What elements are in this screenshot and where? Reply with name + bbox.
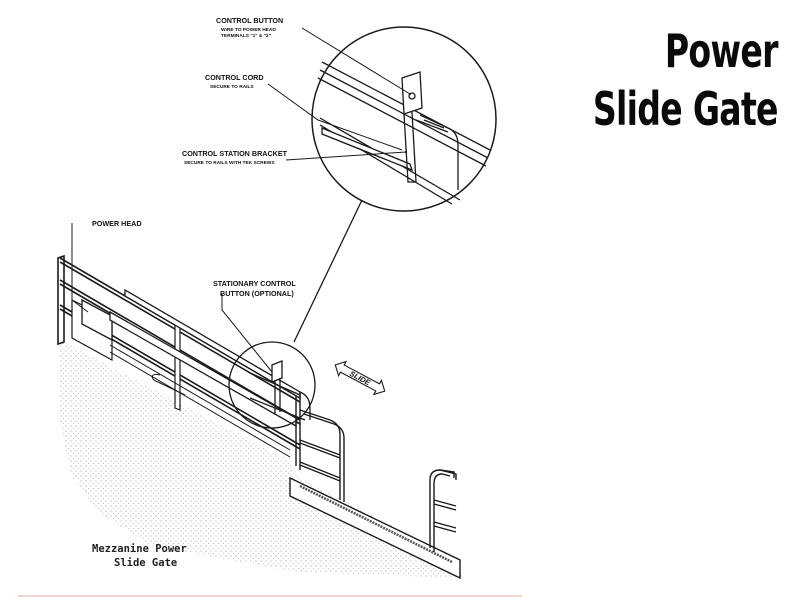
stationary-button-detail <box>228 341 316 429</box>
caption-line1: Mezzanine Power <box>92 543 187 555</box>
title-slide-gate: Slide Gate <box>593 82 779 136</box>
label-control-cord: CONTROL CORD <box>205 73 264 82</box>
title-power: Power <box>665 24 779 78</box>
leader-stationary <box>221 294 273 373</box>
detail-connector <box>293 199 363 343</box>
power-head <box>81 288 301 428</box>
end-railing <box>429 469 457 552</box>
label-control-button: CONTROL BUTTON <box>216 16 283 25</box>
label-control-button-sub1: WIRE TO POWER HEAD <box>221 27 276 33</box>
magnified-detail <box>311 26 497 212</box>
label-bracket-sub: SECURE TO RAILS WITH TEK SCREWS <box>184 160 275 166</box>
label-stationary-2: BUTTON (OPTIONAL) <box>220 289 294 298</box>
label-bracket: CONTROL STATION BRACKET <box>182 149 288 158</box>
leader-bracket <box>285 150 408 161</box>
leader-power-head <box>71 223 89 313</box>
slide-arrow: SLIDE <box>334 360 386 396</box>
label-control-button-sub2: TERMINALS "1" & "2" <box>221 33 271 39</box>
sliding-gate <box>289 392 461 580</box>
leader-control-cord <box>267 83 403 151</box>
caption-line2: Slide Gate <box>114 557 177 569</box>
leader-control-button <box>301 27 412 96</box>
label-control-cord-sub: SECURE TO RAILS <box>210 84 254 90</box>
label-stationary-1: STATIONARY CONTROL <box>213 279 296 288</box>
label-power-head: POWER HEAD <box>92 219 142 228</box>
